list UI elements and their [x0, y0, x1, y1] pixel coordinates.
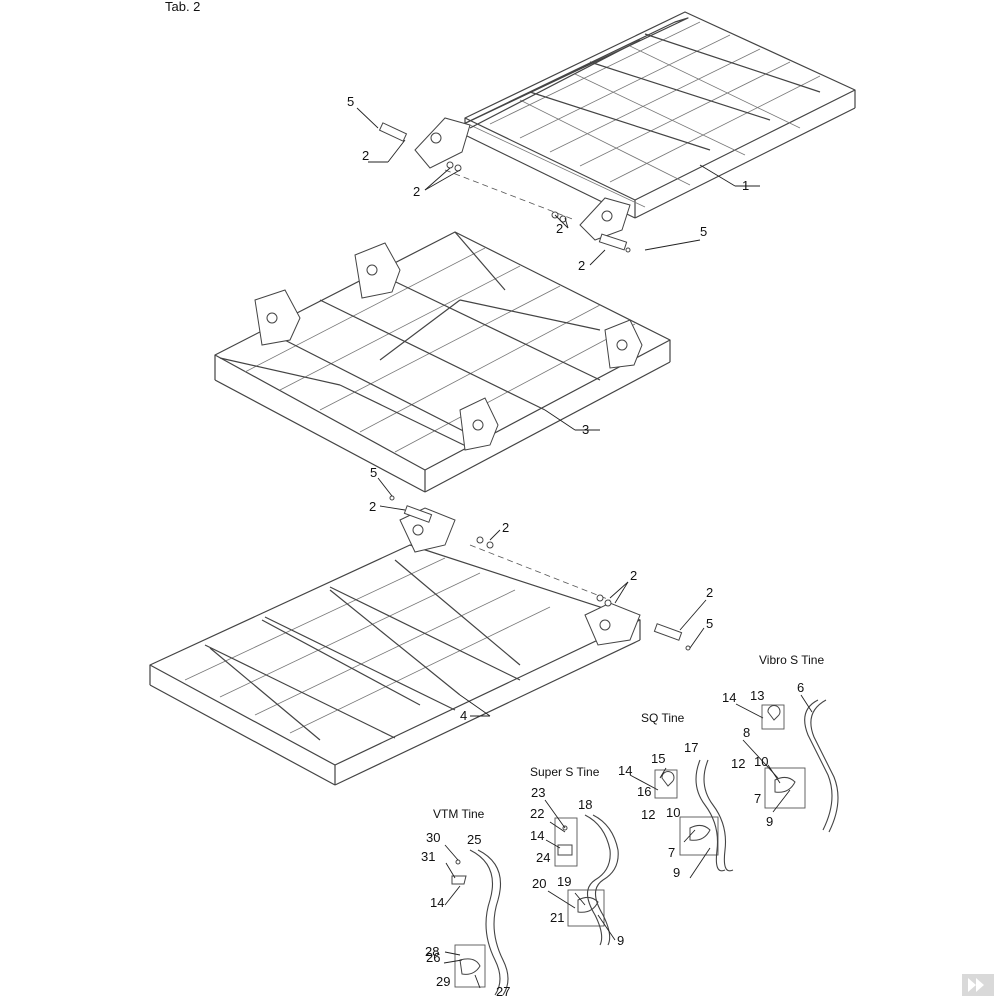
- callout: 5: [347, 94, 354, 109]
- callout: 15: [651, 751, 665, 766]
- frame-1-hardware: [378, 122, 631, 253]
- callout: 5: [700, 224, 707, 239]
- callout: 5: [706, 616, 713, 631]
- callout-labels: 5 2 2 1 2 5 2 3 5 2 2 2 2 5 4 14 13 8 6 …: [347, 94, 804, 999]
- callout: 9: [673, 865, 680, 880]
- callout: 30: [426, 830, 440, 845]
- callout: 16: [637, 784, 651, 799]
- callout: 1: [742, 178, 749, 193]
- page-title: Tab. 2: [165, 0, 200, 14]
- callout: 12: [641, 807, 655, 822]
- callout: 3: [582, 422, 589, 437]
- super-s-tine: [554, 814, 619, 946]
- callout: 7: [668, 845, 675, 860]
- callout: 2: [706, 585, 713, 600]
- vtm-tine: [451, 849, 509, 996]
- frame-4-hardware: [389, 495, 691, 651]
- callout: 23: [531, 785, 545, 800]
- callout: 14: [618, 763, 632, 778]
- callout: 5: [370, 465, 377, 480]
- callout: 14: [430, 895, 444, 910]
- sq-tine-title: SQ Tine: [641, 711, 685, 725]
- callout: 4: [460, 708, 467, 723]
- callout: 2: [502, 520, 509, 535]
- callout: 14: [722, 690, 736, 705]
- callout: 26: [426, 950, 440, 965]
- callout: 18: [578, 797, 592, 812]
- callout: 2: [578, 258, 585, 273]
- frame-3: [214, 231, 671, 493]
- callout: 12: [731, 756, 745, 771]
- callout: 2: [556, 221, 563, 236]
- brand-logo: [962, 974, 994, 996]
- callout: 31: [421, 849, 435, 864]
- callout: 2: [413, 184, 420, 199]
- vibro-s-tine: [761, 699, 839, 833]
- callout: 27: [496, 984, 510, 999]
- callout: 8: [743, 725, 750, 740]
- callout: 10: [666, 805, 680, 820]
- callout: 14: [530, 828, 544, 843]
- frame-4: [149, 507, 641, 786]
- callout: 9: [617, 933, 624, 948]
- callout: 25: [467, 832, 481, 847]
- callout: 7: [754, 791, 761, 806]
- callout: 29: [436, 974, 450, 989]
- sq-tine: [654, 759, 734, 872]
- callout: 2: [362, 148, 369, 163]
- callout: 21: [550, 910, 564, 925]
- vibro-s-tine-title: Vibro S Tine: [759, 653, 824, 667]
- callout: 2: [369, 499, 376, 514]
- callout: 19: [557, 874, 571, 889]
- vtm-tine-title: VTM Tine: [433, 807, 485, 821]
- callout: 24: [536, 850, 550, 865]
- callout: 9: [766, 814, 773, 829]
- super-s-tine-title: Super S Tine: [530, 765, 600, 779]
- callout: 13: [750, 688, 764, 703]
- leader-lines: [356, 107, 813, 989]
- callout: 17: [684, 740, 698, 755]
- frame-1: [414, 11, 856, 241]
- callout: 22: [530, 806, 544, 821]
- callout: 2: [630, 568, 637, 583]
- callout: 6: [797, 680, 804, 695]
- callout: 20: [532, 876, 546, 891]
- callout: 28: [425, 944, 439, 959]
- callout: 10: [754, 754, 768, 769]
